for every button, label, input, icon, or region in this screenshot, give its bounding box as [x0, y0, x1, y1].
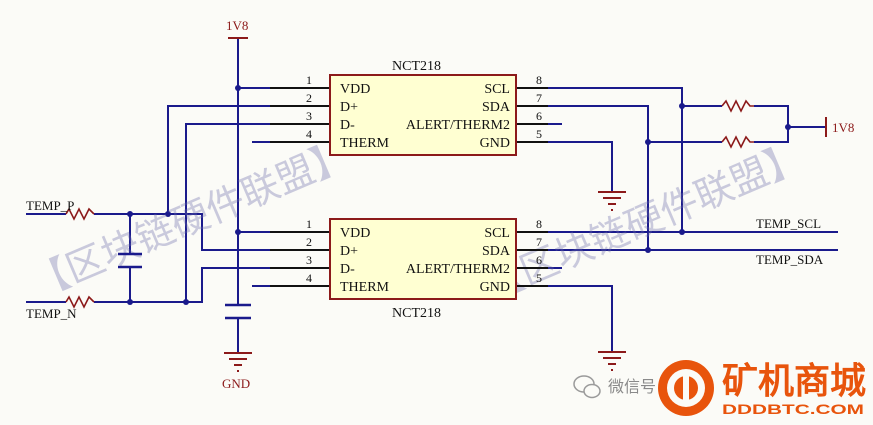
chip-nct218-top: NCT218 1 2 3 4 VDD D+ D- THERM 8 7 6 5 S…: [270, 59, 548, 156]
net-label-temp-n: TEMP_N: [26, 306, 77, 321]
net-label-temp-sda: TEMP_SDA: [756, 252, 824, 267]
net-label-temp-p: TEMP_P: [26, 198, 74, 213]
ground-symbol-left: GND: [222, 352, 252, 391]
net-temp-n: [26, 267, 270, 303]
pin-label: SCL: [484, 226, 510, 241]
junctions: [127, 85, 791, 305]
wechat-icon: [573, 375, 601, 399]
resistor-scl-pullup: [721, 99, 754, 113]
pin-number: 8: [536, 73, 542, 87]
resistor-temp-n: [65, 295, 95, 309]
pin-label: SCL: [484, 82, 510, 97]
power-label-top: 1V8: [226, 18, 248, 33]
pin-label: GND: [480, 280, 510, 295]
pin-label: D-: [340, 262, 355, 277]
pin-number: 4: [306, 127, 312, 141]
pin-label: D+: [340, 100, 358, 115]
pin-label: GND: [480, 136, 510, 151]
pin-number: 5: [536, 127, 542, 141]
chip-nct218-bottom: NCT218 1 2 3 4 VDD D+ D- THERM 8 7 6 5 S…: [270, 217, 548, 321]
pin-label: SDA: [482, 100, 511, 115]
power-1v8-top: 1V8: [226, 18, 248, 39]
resistor-sda-pullup: [721, 135, 754, 149]
logo-domain: DDDBTC.COM: [722, 401, 864, 417]
site-logo: 矿机商城 DDDBTC.COM: [658, 360, 866, 417]
power-1v8-right: 1V8: [825, 117, 854, 137]
ground-symbol-chip1: [598, 191, 626, 211]
net-label-temp-scl: TEMP_SCL: [756, 216, 821, 231]
net-d-minus-top: [185, 123, 270, 302]
pin-number: 6: [536, 253, 542, 267]
pin-label: VDD: [340, 82, 370, 97]
logo-title: 矿机商城: [722, 361, 866, 402]
pin-label: ALERT/THERM2: [406, 262, 510, 277]
power-label-right: 1V8: [832, 120, 854, 135]
ground-symbol-chip2: [598, 351, 626, 371]
pin-number: 4: [306, 271, 312, 285]
bitcoin-logo-icon: [658, 360, 714, 416]
pin-label: VDD: [340, 226, 370, 241]
net-temp-p: [26, 213, 270, 251]
capacitor-vdd: [225, 303, 251, 320]
pin-number: 3: [306, 109, 312, 123]
chip-body: [329, 74, 517, 156]
wechat-label: 微信号：: [608, 377, 672, 396]
pin-number: 1: [306, 217, 312, 231]
chip-name: NCT218: [392, 306, 441, 321]
pin-label: SDA: [482, 244, 511, 259]
net-d-plus-top: [167, 105, 270, 214]
pin-number: 8: [536, 217, 542, 231]
pin-number: 6: [536, 109, 542, 123]
pin-label: D-: [340, 118, 355, 133]
capacitor-temp: [118, 252, 142, 269]
pin-number: 2: [306, 235, 312, 249]
chip-name: NCT218: [392, 59, 441, 74]
ground-label: GND: [222, 376, 250, 391]
pin-label: THERM: [340, 136, 390, 151]
resistor-temp-p: [65, 207, 95, 221]
pin-label: D+: [340, 244, 358, 259]
pin-label: ALERT/THERM2: [406, 118, 510, 133]
pin-number: 7: [536, 91, 542, 105]
wires: [26, 38, 838, 353]
pin-number: 3: [306, 253, 312, 267]
pin-number: 7: [536, 235, 542, 249]
pin-number: 5: [536, 271, 542, 285]
chip-body: [329, 218, 517, 300]
pin-number: 2: [306, 91, 312, 105]
pin-number: 1: [306, 73, 312, 87]
pin-label: THERM: [340, 280, 390, 295]
